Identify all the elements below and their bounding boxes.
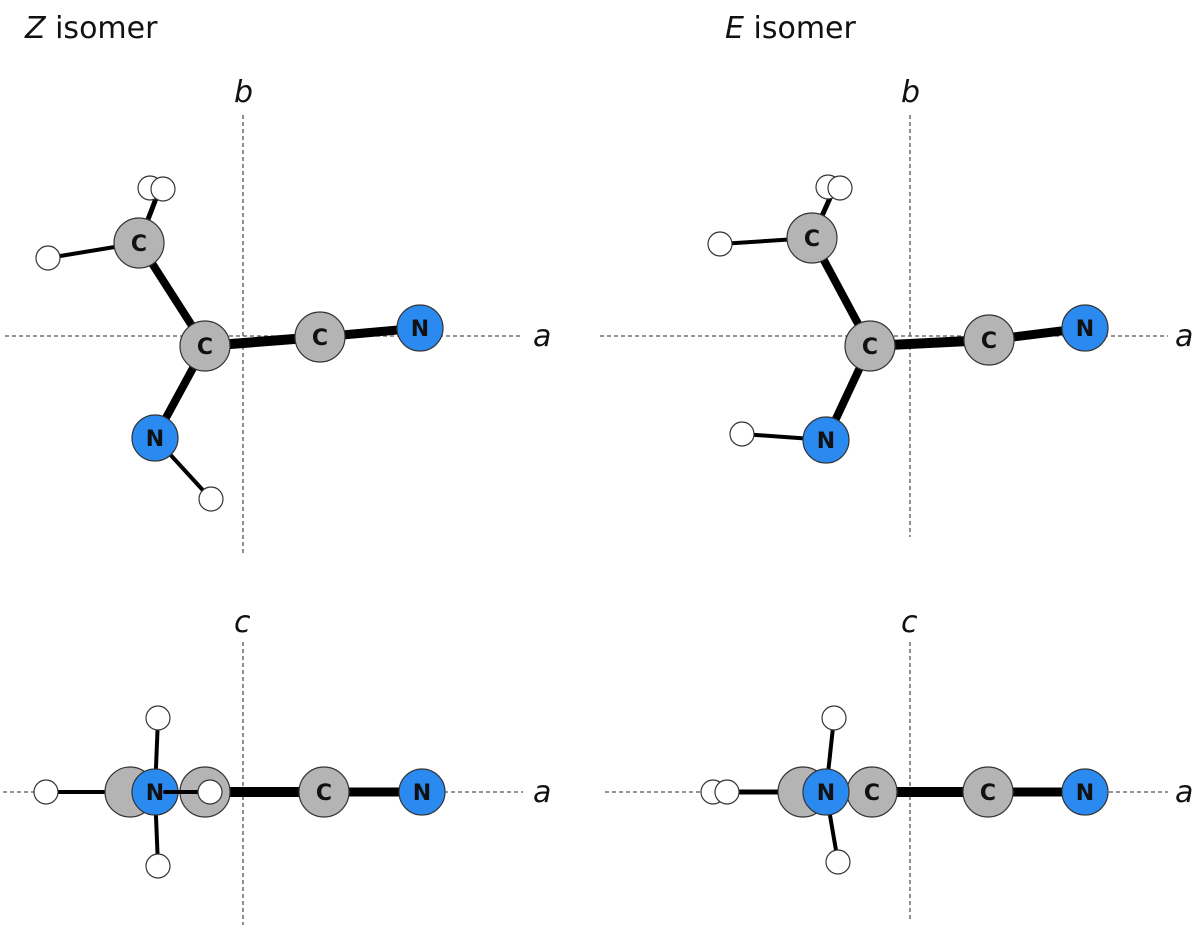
hydrogen-atom	[825, 849, 851, 875]
carbon-atom	[179, 320, 231, 372]
nitrogen-atom	[131, 414, 179, 462]
nitrogen-atom	[396, 304, 444, 352]
carbon-atom	[844, 320, 896, 372]
hydrogen-atom	[35, 245, 61, 271]
carbon-atom	[113, 217, 165, 269]
nitrogen-atom	[398, 768, 446, 816]
a-axis-label: a	[533, 319, 551, 354]
carbon-atom-label: C	[980, 781, 996, 806]
nitrogen-atom-label: N	[411, 317, 429, 342]
hydrogen-atom	[821, 705, 847, 731]
nitrogen-atom-label: N	[146, 781, 164, 806]
carbon-atom-label: C	[197, 335, 213, 360]
carbon-atom-label: C	[131, 232, 147, 257]
hydrogen-atom	[145, 705, 171, 731]
a-axis-label: a	[1175, 319, 1193, 354]
b-axis-label: b	[234, 75, 253, 110]
nitrogen-atom-label: N	[1076, 317, 1094, 342]
carbon-atom	[786, 212, 838, 264]
a-axis-label: a	[533, 775, 551, 810]
nitrogen-atom	[1061, 768, 1109, 816]
carbon-atom-label: C	[804, 227, 820, 252]
nitrogen-atom-label: N	[146, 427, 164, 452]
carbon-atom-label: C	[981, 329, 997, 354]
hydrogen-atom	[729, 421, 755, 447]
nitrogen-atom	[802, 768, 850, 816]
b-axis-label: b	[901, 75, 920, 110]
hydrogen-atom	[714, 779, 740, 805]
hydrogen-atom	[197, 779, 223, 805]
z-isomer-title: Z isomer	[24, 11, 158, 46]
z-isomer-ab-molecule: C C C N N	[35, 175, 444, 512]
carbon-atom-label: C	[864, 781, 880, 806]
carbon-atom	[963, 314, 1015, 366]
carbon-atom-label: C	[862, 335, 878, 360]
carbon-atom	[962, 766, 1014, 818]
carbon-atom	[294, 311, 346, 363]
nitrogen-atom-label: N	[1076, 781, 1094, 806]
hydrogen-atom	[150, 176, 176, 202]
z-ac-axes	[3, 642, 523, 925]
hydrogen-atom	[707, 231, 733, 257]
e-isomer-title: E isomer	[725, 11, 857, 46]
hydrogen-atom	[198, 486, 224, 512]
c-axis-label: c	[234, 605, 251, 640]
carbon-atom-label: C	[316, 781, 332, 806]
molecules-layer: C C C N N C C C N N N C N C N C N	[33, 174, 1109, 879]
nitrogen-atom	[1061, 304, 1109, 352]
carbon-atom-label: C	[312, 326, 328, 351]
e-isomer-ab-molecule: C C C N N	[707, 174, 1109, 464]
nitrogen-atom	[802, 416, 850, 464]
hydrogen-atom	[33, 779, 59, 805]
nitrogen-atom-label: N	[817, 781, 835, 806]
z-ab-axes	[5, 115, 523, 553]
a-axis-label: a	[1175, 775, 1193, 810]
hydrogen-atom	[145, 853, 171, 879]
carbon-atom	[298, 766, 350, 818]
hydrogen-atom	[827, 175, 853, 201]
c-axis-label: c	[901, 605, 918, 640]
nitrogen-atom-label: N	[413, 781, 431, 806]
nitrogen-atom-label: N	[817, 429, 835, 454]
